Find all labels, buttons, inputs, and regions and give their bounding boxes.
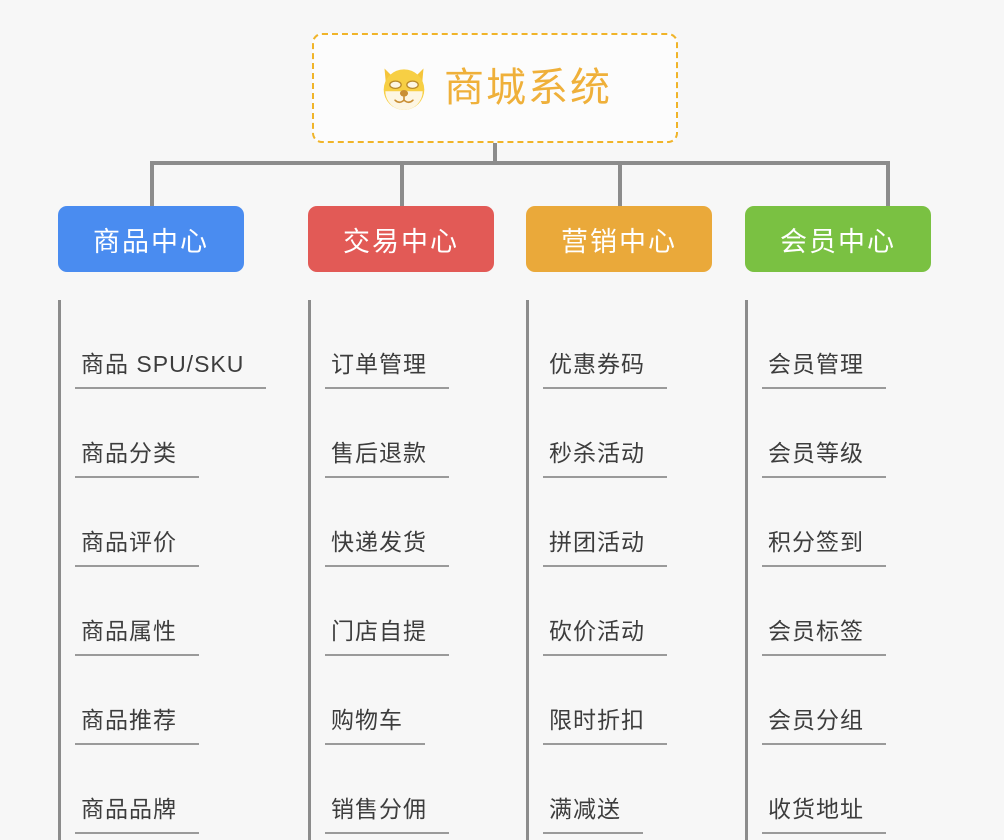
list-item[interactable]: 满减送: [543, 745, 712, 834]
list-item[interactable]: 订单管理: [325, 300, 494, 389]
category-header-2[interactable]: 交易中心: [308, 206, 494, 272]
category-column-交易中心: 交易中心 订单管理 售后退款 快递发货 门店自提 购物车 销售分佣: [308, 206, 494, 840]
leaf-list-4: 会员管理 会员等级 积分签到 会员标签 会员分组 收货地址: [745, 300, 931, 840]
connector-bus: [150, 161, 890, 165]
list-item[interactable]: 会员管理: [762, 300, 931, 389]
connector-drop-1: [150, 161, 154, 208]
category-header-1[interactable]: 商品中心: [58, 206, 244, 272]
leaf-label: 拼团活动: [549, 529, 645, 555]
leaf-label: 快递发货: [331, 529, 427, 555]
leaf-list-1: 商品 SPU/SKU 商品分类 商品评价 商品属性 商品推荐 商品品牌: [58, 300, 267, 840]
connector-root-stem: [493, 143, 497, 163]
leaf-label: 会员等级: [768, 440, 864, 466]
list-item[interactable]: 门店自提: [325, 567, 494, 656]
leaf-label: 售后退款: [331, 440, 427, 466]
category-column-会员中心: 会员中心 会员管理 会员等级 积分签到 会员标签 会员分组 收货地址: [745, 206, 931, 840]
leaf-label: 收货地址: [768, 796, 864, 822]
leaf-label: 商品属性: [81, 618, 177, 644]
leaf-label: 订单管理: [331, 351, 427, 377]
leaf-label: 会员标签: [768, 618, 864, 644]
list-item[interactable]: 商品分类: [75, 389, 266, 478]
root-title: 商城系统: [444, 66, 612, 110]
leaf-label: 砍价活动: [549, 618, 645, 644]
root-node[interactable]: 商城系统: [312, 33, 678, 143]
category-header-3[interactable]: 营销中心: [526, 206, 712, 272]
connector-drop-2: [400, 161, 404, 208]
list-item[interactable]: 砍价活动: [543, 567, 712, 656]
leaf-label: 商品 SPU/SKU: [81, 351, 245, 377]
leaf-label: 会员分组: [768, 707, 864, 733]
dog-face-icon: [383, 68, 425, 110]
list-item[interactable]: 售后退款: [325, 389, 494, 478]
connector-drop-3: [618, 161, 622, 208]
list-item[interactable]: 秒杀活动: [543, 389, 712, 478]
list-item[interactable]: 积分签到: [762, 478, 931, 567]
leaf-list-2: 订单管理 售后退款 快递发货 门店自提 购物车 销售分佣: [308, 300, 494, 840]
leaf-label: 会员管理: [768, 351, 864, 377]
list-item[interactable]: 销售分佣: [325, 745, 494, 834]
category-header-4[interactable]: 会员中心: [745, 206, 931, 272]
list-item[interactable]: 拼团活动: [543, 478, 712, 567]
leaf-label: 商品推荐: [81, 707, 177, 733]
list-item[interactable]: 商品推荐: [75, 656, 266, 745]
leaf-label: 限时折扣: [549, 707, 645, 733]
list-item[interactable]: 商品评价: [75, 478, 266, 567]
list-item[interactable]: 会员标签: [762, 567, 931, 656]
category-label-1: 商品中心: [93, 226, 209, 257]
list-item[interactable]: 商品 SPU/SKU: [75, 300, 267, 389]
list-item[interactable]: 优惠券码: [543, 300, 712, 389]
leaf-label: 商品评价: [81, 529, 177, 555]
list-item[interactable]: 会员等级: [762, 389, 931, 478]
leaf-label: 购物车: [331, 707, 403, 733]
connector-drop-4: [886, 161, 890, 208]
leaf-label: 秒杀活动: [549, 440, 645, 466]
leaf-label: 商品品牌: [81, 796, 177, 822]
category-label-3: 营销中心: [561, 226, 677, 257]
leaf-list-3: 优惠券码 秒杀活动 拼团活动 砍价活动 限时折扣 满减送: [526, 300, 712, 840]
leaf-label: 优惠券码: [549, 351, 645, 377]
leaf-label: 满减送: [549, 796, 621, 822]
list-item[interactable]: 商品品牌: [75, 745, 266, 834]
leaf-label: 门店自提: [331, 618, 427, 644]
list-item[interactable]: 限时折扣: [543, 656, 712, 745]
leaf-label: 积分签到: [768, 529, 864, 555]
category-column-营销中心: 营销中心 优惠券码 秒杀活动 拼团活动 砍价活动 限时折扣 满减送: [526, 206, 712, 840]
category-column-商品中心: 商品中心 商品 SPU/SKU 商品分类 商品评价 商品属性 商品推荐 商品品牌: [58, 206, 267, 840]
leaf-label: 销售分佣: [331, 796, 427, 822]
category-label-2: 交易中心: [343, 226, 459, 257]
list-item[interactable]: 收货地址: [762, 745, 931, 834]
leaf-label: 商品分类: [81, 440, 177, 466]
category-label-4: 会员中心: [780, 226, 896, 257]
list-item[interactable]: 商品属性: [75, 567, 266, 656]
list-item[interactable]: 快递发货: [325, 478, 494, 567]
list-item[interactable]: 购物车: [325, 656, 494, 745]
list-item[interactable]: 会员分组: [762, 656, 931, 745]
